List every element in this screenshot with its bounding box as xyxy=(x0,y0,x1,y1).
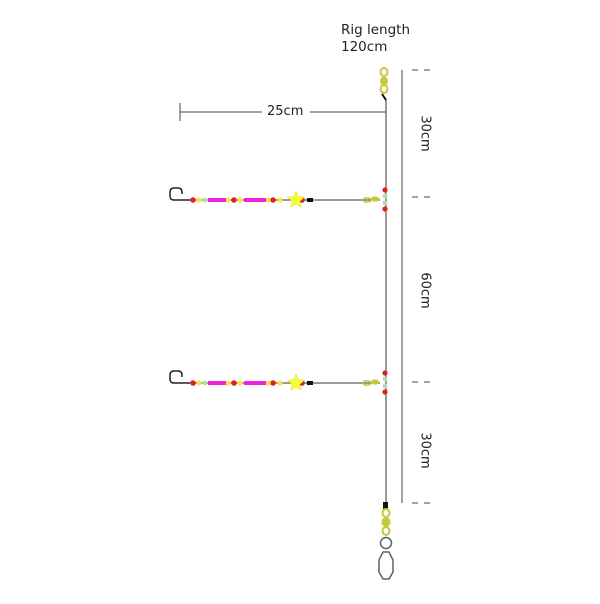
snood-1 xyxy=(169,187,388,212)
snap-clip-icon xyxy=(378,536,394,580)
snood-swivel-icon xyxy=(362,380,372,386)
bead-bottom xyxy=(382,383,388,389)
top-section-label: 30cm xyxy=(417,115,433,152)
magenta-tube xyxy=(208,198,226,202)
snood-swivel-body xyxy=(371,379,379,385)
snood-dimension xyxy=(179,103,386,121)
stopper-bead-bottom xyxy=(382,206,388,212)
star-bead-icon xyxy=(286,373,306,391)
rig-length-label: Rig length xyxy=(341,22,411,38)
stopper-bead-top xyxy=(382,187,388,193)
magenta-tube xyxy=(244,381,266,385)
red-bead xyxy=(231,197,237,203)
star-bead-icon xyxy=(286,190,306,208)
magenta-tube xyxy=(208,381,226,385)
red-bead xyxy=(270,380,276,386)
yellow-bead xyxy=(196,380,202,386)
crimp xyxy=(307,198,313,202)
yellow-bead xyxy=(237,380,243,386)
red-bead xyxy=(190,197,196,203)
yellow-bead xyxy=(277,380,283,386)
snoods xyxy=(169,187,388,395)
hook-icon xyxy=(169,187,190,201)
magenta-tube xyxy=(244,198,266,202)
hook-icon xyxy=(169,370,190,384)
red-bead xyxy=(270,197,276,203)
bead-top xyxy=(382,193,388,199)
bead-bottom xyxy=(382,200,388,206)
yellow-bead xyxy=(196,197,202,203)
yellow-bead xyxy=(237,197,243,203)
snood-swivel-icon xyxy=(362,197,372,203)
bottom-swivel-icon xyxy=(381,502,391,536)
yellow-bead xyxy=(277,197,283,203)
section-dimension xyxy=(401,69,430,504)
red-bead xyxy=(231,380,237,386)
bottom-section-label: 30cm xyxy=(417,432,433,469)
top-swivel-icon xyxy=(379,67,389,101)
bead-top xyxy=(382,376,388,382)
green-bead xyxy=(202,197,208,203)
snood-2 xyxy=(169,370,388,395)
rig-length-value: 120cm xyxy=(341,39,388,55)
yellow-bead xyxy=(265,197,271,203)
middle-section-label: 60cm xyxy=(417,272,433,309)
yellow-bead xyxy=(265,380,271,386)
snood-swivel-body xyxy=(371,196,379,202)
snood-length-label: 25cm xyxy=(267,104,304,119)
crimp xyxy=(307,381,313,385)
yellow-bead xyxy=(225,197,231,203)
red-bead xyxy=(190,380,196,386)
stopper-bead-bottom xyxy=(382,389,388,395)
green-bead xyxy=(202,380,208,386)
yellow-bead xyxy=(225,380,231,386)
stopper-bead-top xyxy=(382,370,388,376)
